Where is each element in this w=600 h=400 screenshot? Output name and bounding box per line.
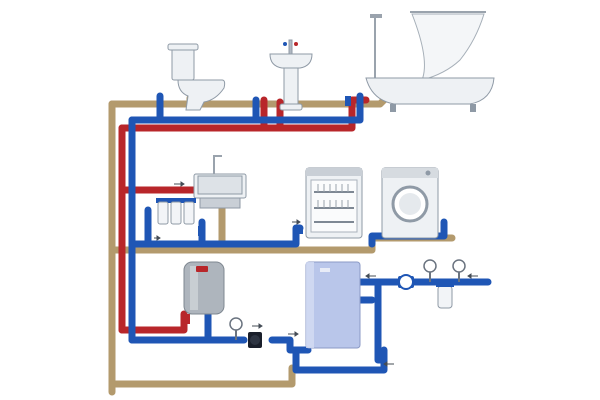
circulation-pump-icon <box>248 332 262 348</box>
cold-pump-line <box>268 336 312 354</box>
valve-icon <box>345 96 351 106</box>
boiler-icon <box>305 261 361 349</box>
cold-top-branch <box>128 92 364 124</box>
pressure-gauge-icon <box>229 317 243 340</box>
bottom-drain <box>108 364 296 388</box>
valve-icon <box>253 100 259 110</box>
cold-main-inlet <box>356 278 492 364</box>
toilet-icon <box>167 43 226 111</box>
pressure-gauge-icon <box>423 259 437 282</box>
arrow-icon <box>383 361 394 367</box>
valve-icon <box>198 226 204 236</box>
water-meter-icon <box>398 274 414 290</box>
arrow-icon <box>174 181 185 187</box>
valve-icon <box>205 314 211 324</box>
pressure-gauge-icon <box>452 259 466 282</box>
valve-icon <box>157 98 163 108</box>
main-filter-icon <box>436 282 454 309</box>
arrow-icon <box>292 219 301 225</box>
dishwasher-icon <box>305 167 363 239</box>
arrow-icon <box>467 273 478 279</box>
valve-icon <box>184 314 190 324</box>
arrow-icon <box>252 323 263 329</box>
flow-arrows <box>154 181 478 367</box>
water-heater-icon <box>183 261 225 315</box>
arrow-icon <box>365 273 376 279</box>
washing-machine-icon <box>381 167 439 239</box>
bathtub-icon <box>365 11 495 112</box>
kitchen-sink-icon <box>193 155 247 209</box>
arrow-icon <box>154 235 161 241</box>
valve-icon <box>441 226 447 236</box>
water-filter-icon <box>156 198 196 225</box>
valve-icon <box>293 228 303 234</box>
arrow-icon <box>288 331 299 337</box>
washbasin-icon <box>269 39 313 111</box>
